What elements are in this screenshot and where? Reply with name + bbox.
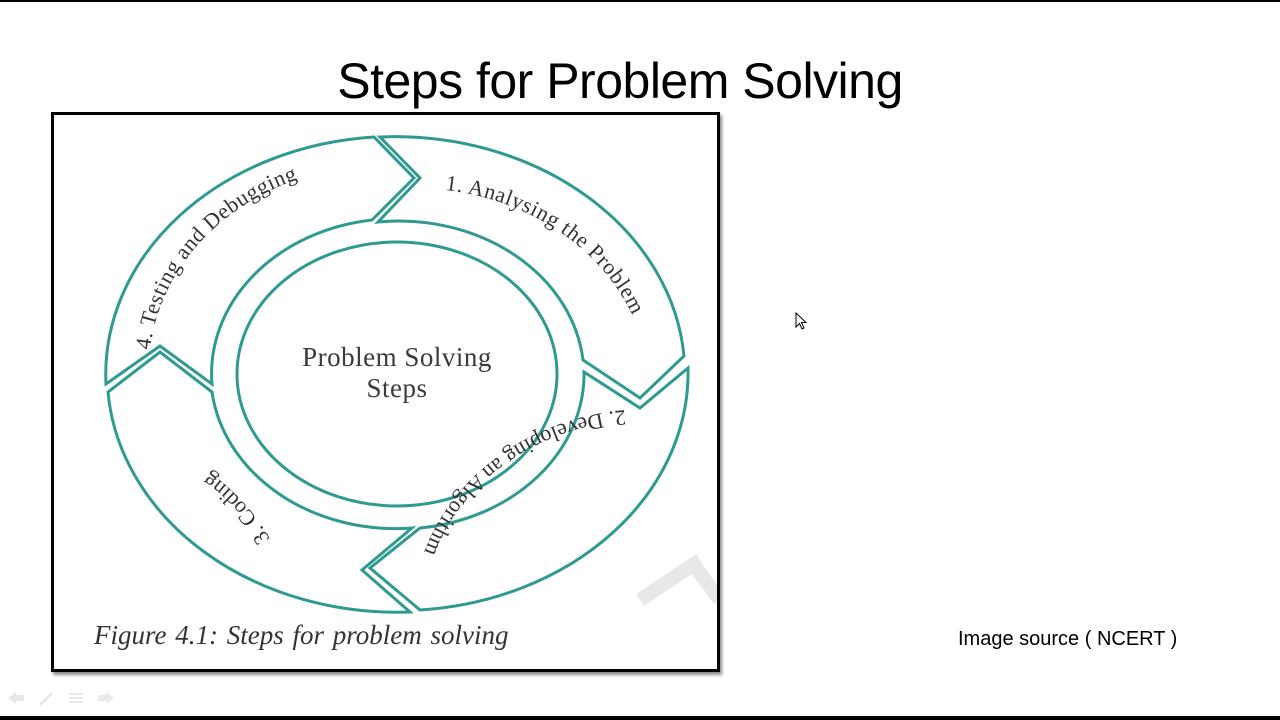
next-icon[interactable] bbox=[96, 690, 116, 706]
menu-icon[interactable] bbox=[66, 690, 86, 706]
center-ellipse bbox=[235, 240, 559, 508]
mouse-cursor-icon bbox=[795, 312, 808, 330]
center-label-line2: Steps bbox=[366, 373, 427, 403]
slideshow-controls bbox=[6, 690, 116, 706]
watermark-mark bbox=[636, 554, 717, 606]
step-1-label: 1. Analysing the Problem bbox=[444, 170, 650, 318]
segment-4-outline bbox=[104, 135, 417, 388]
ring-segments bbox=[104, 135, 690, 614]
bottom-border bbox=[0, 716, 1280, 720]
segment-2-outline bbox=[367, 364, 690, 612]
problem-solving-cycle-diagram: 1. Analysing the Problem 4. Testing and … bbox=[104, 135, 717, 614]
figure-caption: Figure 4.1: Steps for problem solving bbox=[94, 620, 509, 650]
step-2-label: 2. Developing an Algorithm bbox=[419, 405, 627, 560]
top-border bbox=[0, 0, 1280, 2]
slide-title: Steps for Problem Solving bbox=[337, 53, 903, 109]
previous-icon[interactable] bbox=[6, 690, 26, 706]
segment-1-outline bbox=[374, 135, 686, 400]
center-label-line1: Problem Solving bbox=[302, 342, 492, 372]
image-source-note: Image source ( NCERT ) bbox=[958, 628, 1178, 650]
figure-frame: 1. Analysing the Problem 4. Testing and … bbox=[51, 112, 720, 672]
segment-3-outline bbox=[106, 350, 417, 614]
pen-icon[interactable] bbox=[36, 690, 56, 706]
